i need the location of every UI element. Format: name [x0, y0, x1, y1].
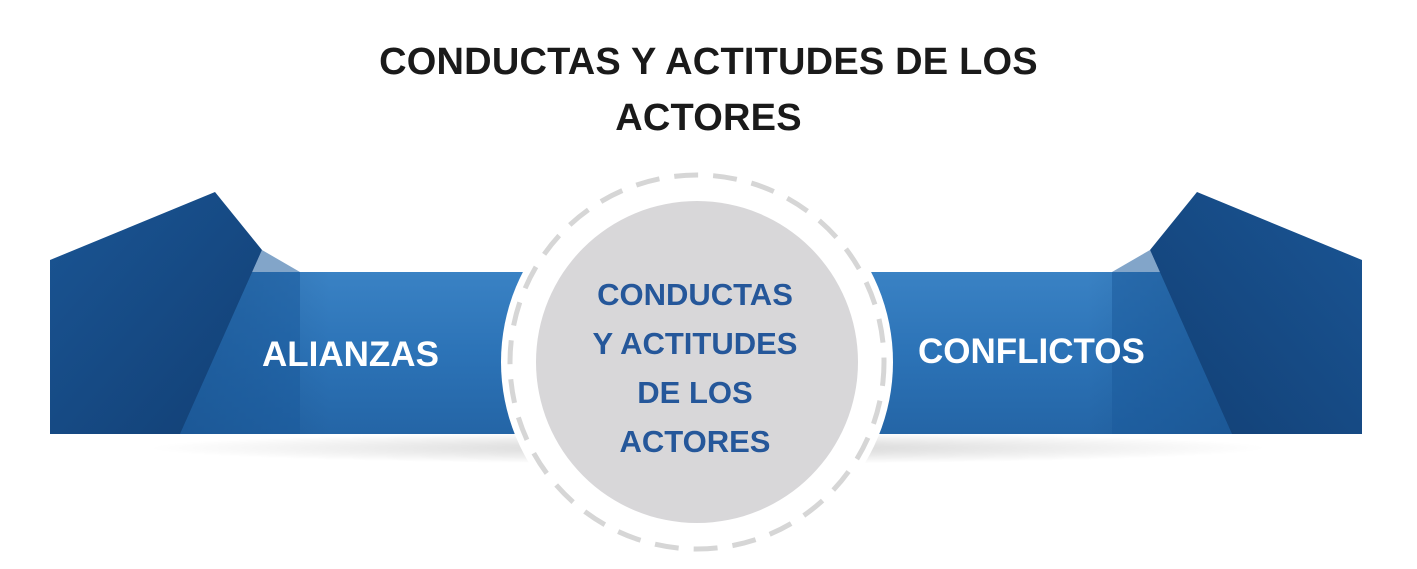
dashed-ring: [507, 172, 887, 552]
conflictos-label: CONFLICTOS: [918, 332, 1145, 371]
diagram-title-line-2: ACTORES: [615, 97, 802, 139]
diagram-title-line-1: CONDUCTAS Y ACTITUDES DE LOS: [379, 41, 1038, 83]
center-label-line-1: CONDUCTAS: [597, 277, 793, 312]
left-ribbon-fold: [50, 192, 262, 434]
left-fold-inner: [180, 250, 300, 434]
center-circle: [536, 201, 858, 523]
right-ribbon-fold: [1150, 192, 1362, 434]
right-fold-inner: [1112, 250, 1232, 434]
alianzas-label: ALIANZAS: [262, 335, 439, 374]
center-label: CONDUCTAS Y ACTITUDES DE LOS ACTORES: [555, 270, 835, 466]
center-label-line-3: DE LOS: [637, 375, 753, 410]
center-label-line-2: Y ACTITUDES: [592, 326, 798, 361]
center-label-line-4: ACTORES: [619, 424, 771, 459]
